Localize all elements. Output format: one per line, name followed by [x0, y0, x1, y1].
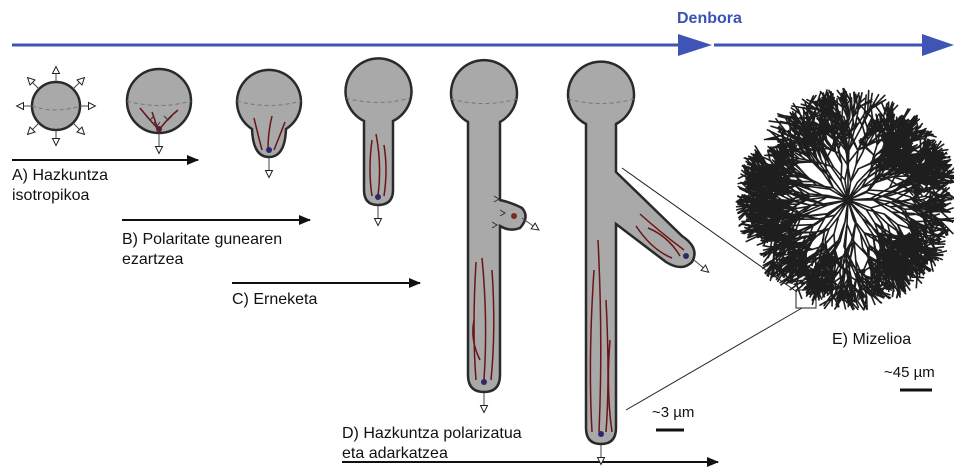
- cell-polarized-growth: [451, 60, 536, 409]
- stage-b-label: B) Polaritate gunearen ezartzea: [122, 230, 282, 270]
- cell-branching: [568, 62, 706, 461]
- stage-d-line2: eta adarkatzea: [342, 444, 522, 464]
- mycelium-hyphae: [736, 89, 954, 310]
- cell-germination: [346, 58, 412, 222]
- stage-d-label: D) Hazkuntza polarizatua eta adarkatzea: [342, 424, 522, 464]
- stage-e-line1: E) Mizelioa: [832, 330, 911, 350]
- scale-label-micro: ~3 µm: [652, 404, 694, 421]
- stage-c-line1: C) Erneketa: [232, 290, 317, 310]
- stage-a-label: A) Hazkuntza isotropikoa: [12, 166, 108, 206]
- stage-d-line1: D) Hazkuntza polarizatua: [342, 424, 522, 444]
- stage-b-line1: B) Polaritate gunearen: [122, 230, 282, 250]
- stage-e-label: E) Mizelioa: [832, 330, 911, 350]
- time-arrow: [12, 34, 954, 56]
- cell-germ-tube: [237, 70, 301, 174]
- stage-c-label: C) Erneketa: [232, 290, 317, 310]
- time-label: Denbora: [677, 10, 742, 28]
- stage-b-line2: ezartzea: [122, 250, 282, 270]
- cell-polarity-site: [127, 69, 191, 150]
- scale-label-macro: ~45 µm: [884, 364, 935, 381]
- mycelium-colony: [736, 89, 954, 310]
- cell-isotropic: [20, 70, 92, 142]
- stage-a-line1: A) Hazkuntza: [12, 166, 108, 186]
- stage-a-line2: isotropikoa: [12, 186, 108, 206]
